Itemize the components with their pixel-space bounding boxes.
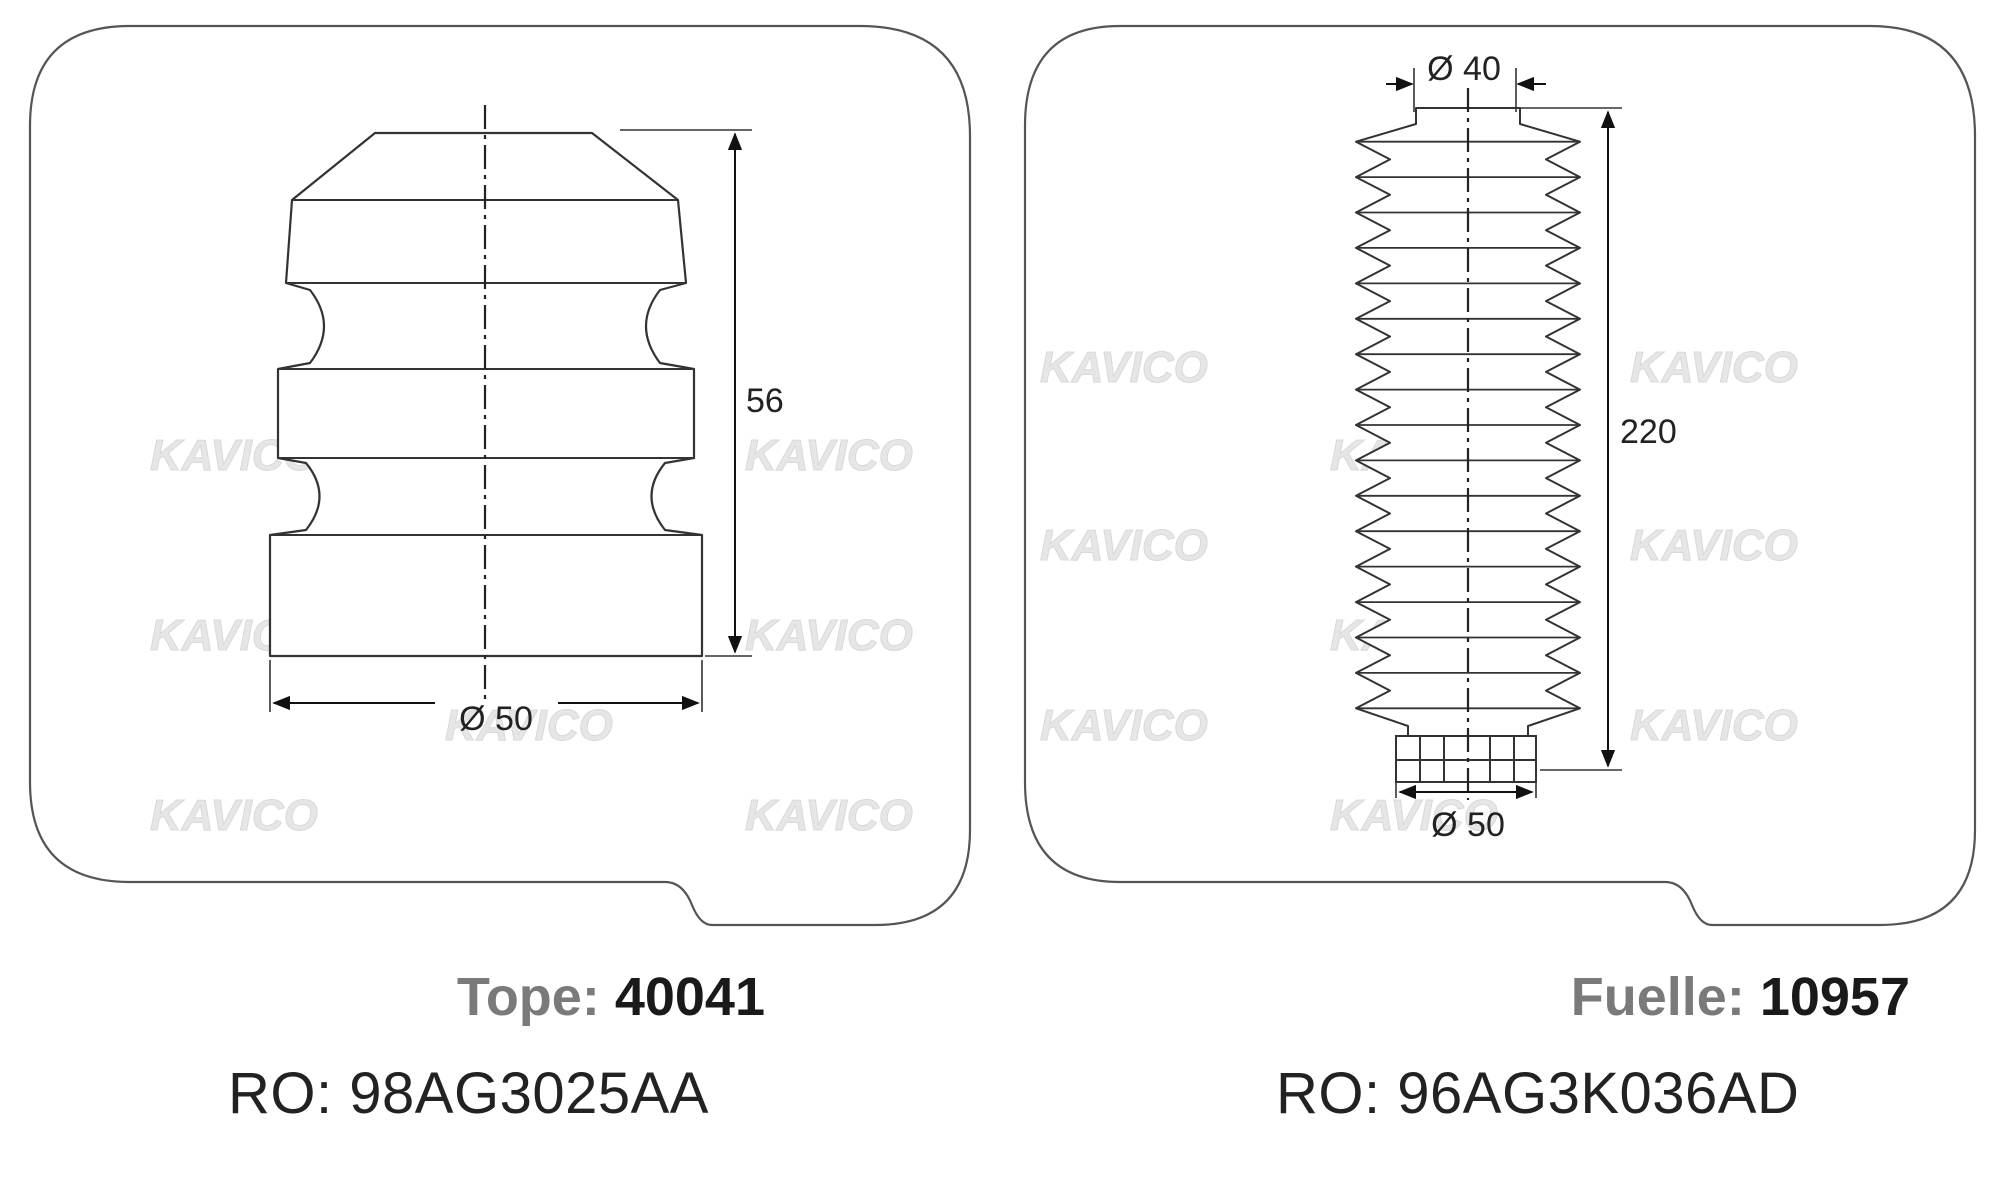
part-label-right: Fuelle: 10957 — [1490, 966, 1910, 1036]
watermark-text: KAVICO — [1040, 521, 1208, 570]
dimension-height-label: 56 — [746, 382, 784, 420]
ro-reference-right: RO: 96AG3K036AD — [1276, 1060, 1799, 1127]
part-type-label: Fuelle: — [1570, 967, 1745, 1027]
ro-code: 98AG3025AA — [349, 1061, 709, 1126]
bellows-collar — [1395, 735, 1537, 783]
ro-reference-left: RO: 98AG3025AA — [228, 1060, 709, 1127]
watermark-text: KAVICO — [745, 611, 913, 660]
watermark-text: KAVICO — [1630, 521, 1798, 570]
watermark-text: KAVICO — [445, 701, 613, 750]
part-type-label: Tope: — [456, 967, 600, 1027]
ro-label: RO: — [228, 1061, 333, 1126]
watermark-text: KAVICO — [745, 431, 913, 480]
watermark-text: KAVICO — [745, 791, 913, 840]
ro-code: 96AG3K036AD — [1397, 1061, 1800, 1126]
watermark-text: KAVICO — [1630, 701, 1798, 750]
watermark-text: KAVICO — [1630, 343, 1798, 392]
part-number: 40041 — [614, 967, 765, 1027]
dimension-top-diameter-label: Ø 40 — [1427, 50, 1501, 88]
ro-label: RO: — [1276, 1061, 1381, 1126]
panel-frame-right — [1023, 24, 1977, 927]
part-number: 10957 — [1759, 967, 1910, 1027]
watermark-text: KAVICO — [150, 791, 318, 840]
watermark-text: KAVICO — [1040, 701, 1208, 750]
bellows-fold-lines — [1356, 140, 1580, 710]
watermark-text: KAVICO — [1040, 343, 1208, 392]
part-label-left: Tope: 40041 — [425, 966, 765, 1036]
panel-frame-left — [28, 24, 972, 927]
dimension-diameter-label: Ø 50 — [459, 700, 533, 738]
dimension-height-label: 220 — [1620, 413, 1677, 451]
dimension-bottom-diameter-label: Ø 50 — [1431, 806, 1505, 844]
